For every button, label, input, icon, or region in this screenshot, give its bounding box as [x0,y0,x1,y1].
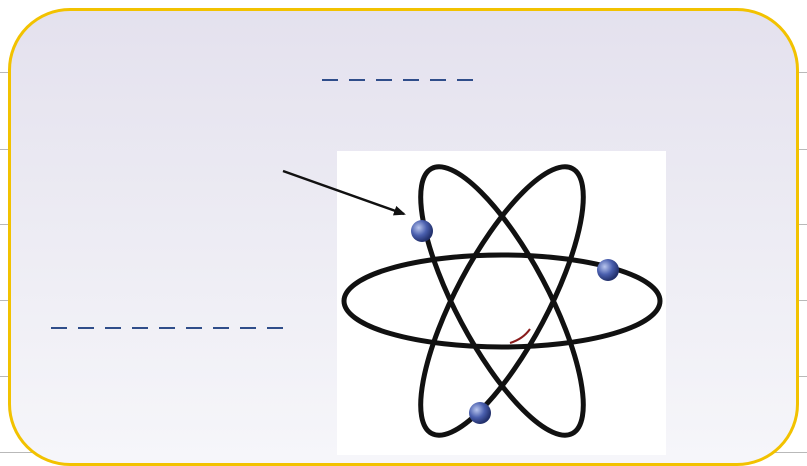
worksheet-card [8,8,799,466]
arrow-icon [11,11,799,466]
